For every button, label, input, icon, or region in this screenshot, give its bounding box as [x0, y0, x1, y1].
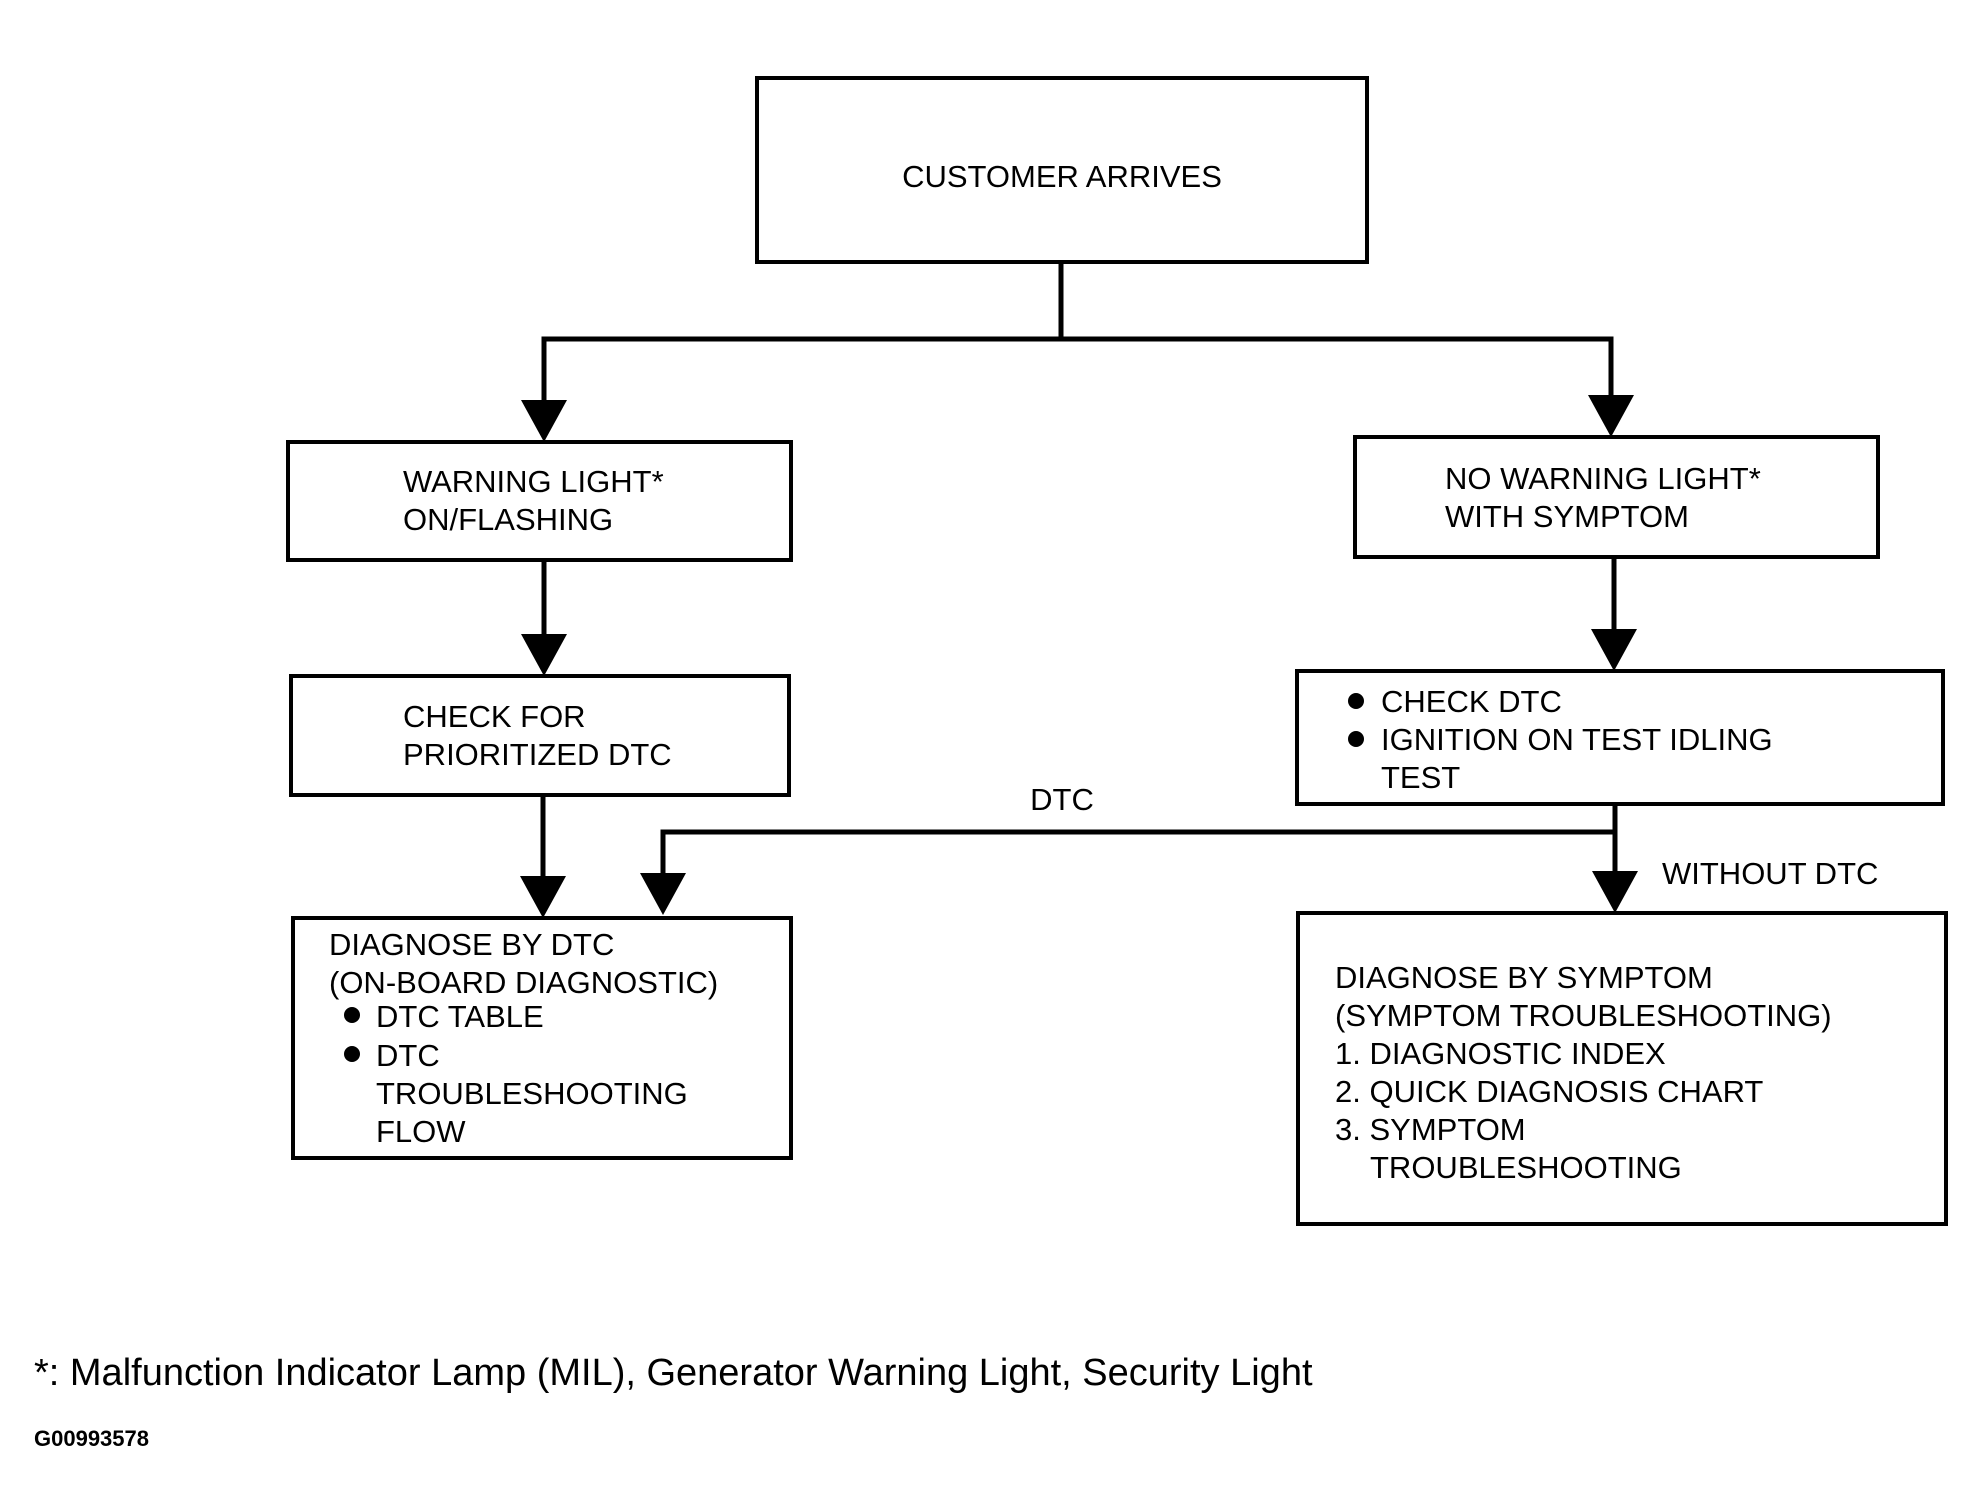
arrowhead-check-to-diagnose-dtc — [520, 876, 566, 918]
connector-branch-right — [1061, 336, 1614, 398]
diagnose-dtc-continuation-1: TROUBLESHOOTING — [376, 1076, 688, 1111]
check-dtc-continuation: TEST — [1381, 760, 1460, 795]
figure-code: G00993578 — [34, 1426, 149, 1451]
edge-label-dtc: DTC — [1030, 782, 1094, 817]
check-prioritized-dtc-box — [289, 674, 791, 797]
bullet-icon — [344, 1046, 360, 1062]
arrowhead-to-warning-light — [521, 400, 567, 442]
check-dtc-box — [1295, 669, 1945, 806]
diagnose-symptom-line-2: (SYMPTOM TROUBLESHOOTING) — [1335, 998, 1832, 1033]
footnote: *: Malfunction Indicator Lamp (MIL), Gen… — [34, 1352, 1313, 1394]
no-warning-light-line-2: WITH SYMPTOM — [1445, 499, 1689, 534]
connector-dtc-branch — [660, 829, 1615, 878]
connector-branch-left — [541, 336, 1061, 403]
bullet-icon — [1348, 731, 1364, 747]
diagnose-dtc-line-2: (ON-BOARD DIAGNOSTIC) — [329, 965, 718, 1000]
diagnose-dtc-bullet-1: DTC TABLE — [376, 999, 544, 1034]
edge-label-without-dtc: WITHOUT DTC — [1662, 856, 1878, 891]
diagnose-dtc-continuation-2: FLOW — [376, 1114, 466, 1149]
diagnose-dtc-bullet-2: DTC — [376, 1038, 440, 1073]
warning-light-line-1: WARNING LIGHT* — [403, 464, 664, 499]
check-dtc-bullet-1: CHECK DTC — [1381, 684, 1562, 719]
diagnose-symptom-line-5: 3. SYMPTOM — [1335, 1112, 1526, 1147]
check-dtc-bullet-2: IGNITION ON TEST IDLING — [1381, 722, 1773, 757]
bullet-icon — [1348, 693, 1364, 709]
no-warning-light-box — [1353, 435, 1880, 559]
warning-light-box — [286, 440, 793, 562]
customer-arrives-label: CUSTOMER ARRIVES — [902, 159, 1222, 194]
bullet-icon — [344, 1007, 360, 1023]
no-warning-light-line-1: NO WARNING LIGHT* — [1445, 461, 1761, 496]
warning-light-line-2: ON/FLASHING — [403, 502, 613, 537]
arrowhead-to-no-warning-light — [1588, 395, 1634, 437]
diagnose-by-symptom-box — [1296, 911, 1948, 1226]
check-prioritized-line-1: CHECK FOR — [403, 699, 586, 734]
diagnose-by-dtc-box — [291, 916, 793, 1160]
arrowhead-to-check-prioritized — [521, 634, 567, 676]
diagnose-symptom-line-3: 1. DIAGNOSTIC INDEX — [1335, 1036, 1666, 1071]
diagnose-symptom-continuation: TROUBLESHOOTING — [1370, 1150, 1682, 1185]
diagnose-dtc-line-1: DIAGNOSE BY DTC — [329, 927, 614, 962]
diagnose-symptom-line-1: DIAGNOSE BY SYMPTOM — [1335, 960, 1713, 995]
arrowhead-to-diagnose-symptom — [1592, 871, 1638, 913]
arrowhead-dtc-to-diagnose-dtc — [640, 873, 686, 915]
arrowhead-to-check-dtc — [1591, 629, 1637, 671]
check-prioritized-line-2: PRIORITIZED DTC — [403, 737, 672, 772]
diagnose-symptom-line-4: 2. QUICK DIAGNOSIS CHART — [1335, 1074, 1763, 1109]
